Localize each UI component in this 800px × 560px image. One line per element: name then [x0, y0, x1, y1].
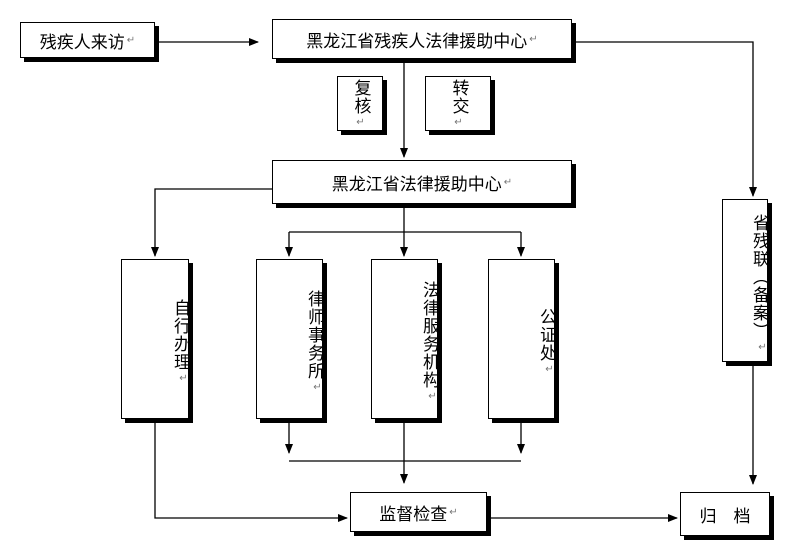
self-handle-node: 自行办理 ↵ [121, 259, 190, 419]
paragraph-mark: ↵ [355, 116, 366, 129]
legal-aid-center-node: 黑龙江省法律援助中心↵ [272, 160, 572, 204]
paragraph-mark: ↵ [178, 373, 189, 385]
paragraph-mark: ↵ [544, 364, 555, 376]
provincial-center-label: 黑龙江省残疾人法律援助中心 [306, 31, 528, 52]
supervision-label: 监督检查 [379, 504, 448, 525]
notary-node: 公证处 ↵ [488, 259, 556, 419]
transfer-label: 转交 [448, 78, 469, 115]
legal-service-label: 法律服务机构 [419, 281, 439, 389]
paragraph-mark: ↵ [427, 391, 438, 403]
federation-label: 省残联（备案） [749, 213, 769, 340]
review-node: 复核↵ [337, 76, 383, 131]
paragraph-mark: ↵ [503, 176, 513, 188]
federation-node: 省残联（备案）↵ [722, 199, 769, 362]
supervision-node: 监督检查↵ [350, 492, 487, 532]
paragraph-mark: ↵ [312, 382, 323, 394]
provincial-center-node: 黑龙江省残疾人法律援助中心↵ [272, 19, 572, 59]
law-firm-node: 律师事务所 ↵ [256, 259, 324, 419]
legal-aid-center-label: 黑龙江省法律援助中心 [331, 174, 502, 195]
self-handle-label: 自行办理 [170, 299, 190, 371]
law-firm-label: 律师事务所 [304, 290, 324, 380]
archive-label: 归 档 [699, 506, 751, 527]
review-label: 复核 [350, 78, 371, 115]
visitor-node: 残疾人来访↵ [20, 22, 155, 58]
arrow-center-to-federation [572, 41, 757, 197]
paragraph-mark: ↵ [453, 116, 464, 129]
transfer-node: 转交↵ [425, 76, 491, 131]
paragraph-mark: ↵ [126, 34, 136, 46]
paragraph-mark: ↵ [757, 341, 768, 354]
paragraph-mark: ↵ [449, 506, 458, 518]
arrow-self-handle-to-supervision [154, 419, 348, 522]
arrow-to-self-handle [151, 188, 272, 257]
legal-service-node: 法律服务机构 ↵ [371, 259, 439, 419]
visitor-label: 残疾人来访 [39, 32, 125, 53]
paragraph-mark: ↵ [529, 33, 538, 45]
archive-node: 归 档 [680, 492, 770, 536]
notary-label: 公证处 [536, 308, 556, 362]
